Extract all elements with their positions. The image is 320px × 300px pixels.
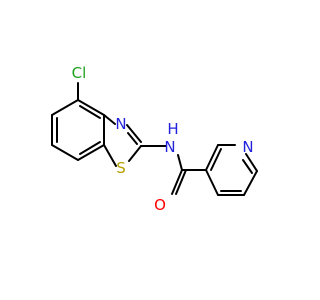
bond [127,132,138,145]
bond [205,144,219,171]
bond [177,154,183,171]
structure-canvas: Cl N S N H O N [51,64,258,214]
bond [103,144,117,167]
bond [205,169,219,196]
bond [175,169,187,195]
bond [77,144,105,161]
molecule-diagram: Cl N S N H O N [51,64,258,214]
amide-nitrogen-label: N [164,138,175,156]
bond [245,153,258,172]
pyridine-nitrogen-label: N [242,138,253,156]
bond [77,99,105,116]
bond [128,145,142,162]
bond [210,148,222,171]
carbonyl-oxygen-label: O [154,196,166,214]
bonds [51,82,258,196]
bond [103,114,116,125]
amide-hydrogen-label: H [167,120,178,138]
bond [51,99,79,116]
bond [243,170,258,196]
thiazole-sulfur-label: S [116,159,126,177]
chlorine-label: Cl [72,64,87,82]
bond [79,141,101,155]
bond [171,169,183,195]
bond [242,159,253,174]
bond [79,105,101,119]
bond [51,144,79,161]
atom-labels: Cl N S N H O N [72,64,254,214]
bond [126,124,142,143]
thiazole-nitrogen-label: N [115,115,126,133]
